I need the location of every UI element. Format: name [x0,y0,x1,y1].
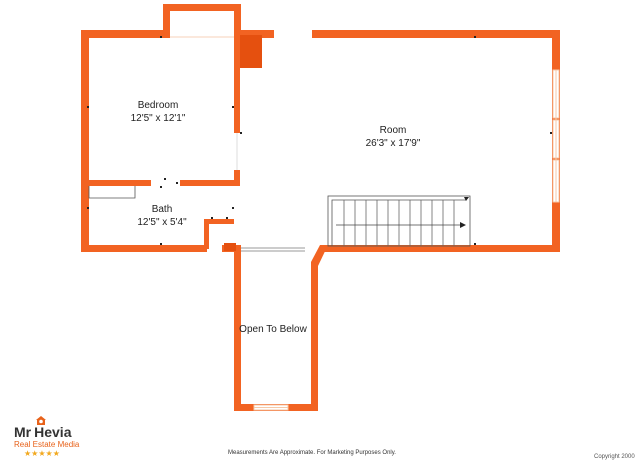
wall-bottom-room [320,245,560,252]
room-label-bedroom: Bedroom 12'5" x 12'1" [108,99,208,125]
tick-marks [87,36,552,245]
room-label-room: Room 26'3" x 17'9" [343,124,443,150]
wall-bottom-bath [81,245,207,252]
wall-divider-upper [234,38,240,133]
room-dims: 12'5" x 5'4" [137,217,187,228]
wall-top-left [81,30,165,38]
window-bottom [253,404,289,411]
wall-bath-closet-top [204,219,234,224]
brand-tagline: Real Estate Media [14,440,80,449]
railing [241,247,305,252]
stair-arrow-icon [460,222,466,228]
house-pin-icon [36,416,46,425]
wall-divider-lower [234,170,240,186]
copyright-text: Copyright 2000 [594,454,635,460]
room-dims: 12'5" x 12'1" [130,113,186,124]
wall-bedroom-bath-left [81,180,151,186]
stair-top-marker [464,197,469,201]
wall-top-mid [234,30,274,38]
chimney-block [240,35,262,68]
room-name: Bedroom [137,100,179,111]
disclaimer-text: Measurements Are Approximate. For Market… [228,450,396,456]
wall-bath-closet-left [204,219,209,249]
room-name: Room [379,125,407,136]
wall-closet-left [163,4,170,38]
wall-closet-top [163,4,241,11]
room-label-open-to-below: Open To Below [232,323,314,336]
wall-top-right [312,30,560,38]
wall-closet-right [234,4,241,38]
room-name: Open To Below [239,324,307,335]
wall-open-right [311,262,318,411]
wall-left [81,30,89,252]
wall-open-left [234,245,241,411]
wall-bedroom-bath-right [180,180,240,186]
wall-corner-block [224,243,236,251]
wall-angle [311,245,328,266]
bath-vanity [88,186,136,199]
room-dims: 26'3" x 17'9" [365,138,421,149]
room-label-bath: Bath 12'5" x 5'4" [112,203,212,229]
room-name: Bath [151,204,173,215]
windows-right [552,69,560,203]
brand-surname: Hevia [34,424,72,440]
brand-stars: ★★★★★ [24,449,60,458]
brand-prefix: Mr [14,424,32,440]
staircase [327,195,471,247]
